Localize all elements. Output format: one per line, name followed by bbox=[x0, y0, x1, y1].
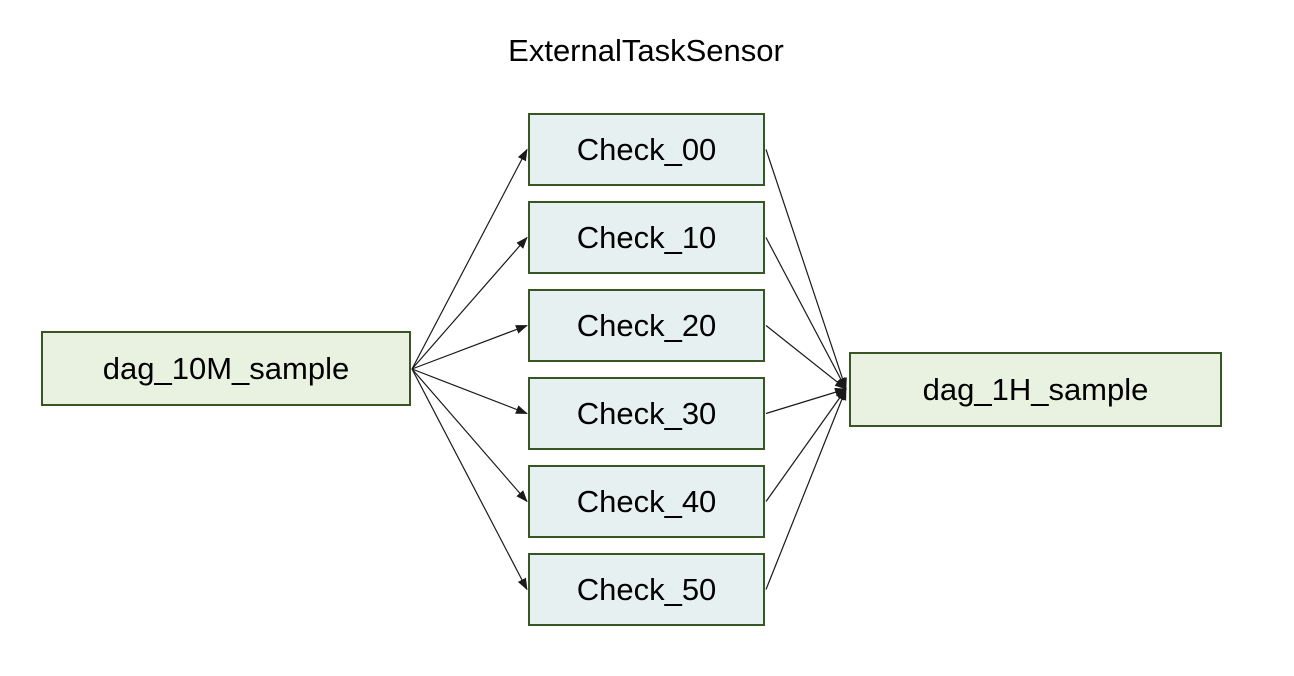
edge-Check_10-to-dag_1H_sample bbox=[765, 237, 847, 390]
node-label: Check_30 bbox=[576, 396, 717, 431]
edge-Check_30-to-dag_1H_sample bbox=[765, 387, 847, 415]
node-label: dag_10M_sample bbox=[102, 351, 350, 386]
node-label: dag_1H_sample bbox=[922, 372, 1149, 407]
node-check_30: Check_30 bbox=[528, 377, 765, 450]
edge-dag_10M_sample-to-Check_40 bbox=[411, 368, 528, 503]
node-check_40: Check_40 bbox=[528, 465, 765, 538]
node-label: Check_10 bbox=[576, 220, 717, 255]
node-check_20: Check_20 bbox=[528, 289, 765, 362]
edge-Check_50-to-dag_1H_sample bbox=[765, 388, 847, 590]
node-check_00: Check_00 bbox=[528, 113, 765, 186]
edge-dag_10M_sample-to-Check_30 bbox=[411, 368, 528, 415]
node-check_50: Check_50 bbox=[528, 553, 765, 626]
node-label: Check_50 bbox=[576, 572, 717, 607]
diagram-title: ExternalTaskSensor bbox=[508, 33, 784, 68]
edge-dag_10M_sample-to-Check_10 bbox=[411, 236, 528, 370]
node-check_10: Check_10 bbox=[528, 201, 765, 274]
node-label: Check_40 bbox=[576, 484, 717, 519]
node-dag-1h-sample: dag_1H_sample bbox=[849, 352, 1222, 427]
node-label: Check_20 bbox=[576, 308, 717, 343]
edge-Check_40-to-dag_1H_sample bbox=[765, 388, 847, 502]
edge-dag_10M_sample-to-Check_50 bbox=[411, 368, 528, 591]
edge-Check_00-to-dag_1H_sample bbox=[765, 149, 847, 390]
node-dag-10m-sample: dag_10M_sample bbox=[41, 331, 411, 406]
edge-Check_20-to-dag_1H_sample bbox=[765, 325, 847, 390]
node-label: Check_00 bbox=[576, 132, 717, 167]
edge-dag_10M_sample-to-Check_20 bbox=[411, 324, 528, 370]
edge-dag_10M_sample-to-Check_00 bbox=[411, 148, 528, 370]
